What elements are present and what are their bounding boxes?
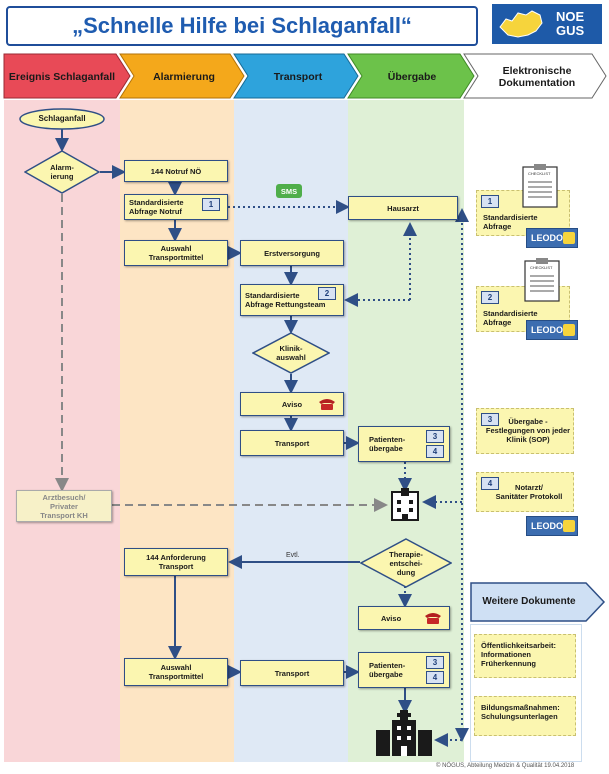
- alarmierung-decision-shape: [24, 150, 100, 194]
- leodok-badge-3: LEODOK: [526, 516, 578, 536]
- badge-3-uebergabe: 3: [426, 430, 444, 443]
- badge-3-uebergabe-2: 3: [426, 656, 444, 669]
- auswahl-transportmittel-2-box: Auswahl Transportmittel: [124, 658, 228, 686]
- weitere-item-oeffentlichkeit: Öffentlichkeitsarbeit: Informationen Frü…: [474, 634, 576, 678]
- lane-header-dokumentation: Elektronische Dokumentation: [498, 65, 576, 89]
- patientenuebergabe-2-label: Patienten- übergabe: [369, 661, 406, 679]
- lane-header-arrows: [3, 53, 607, 99]
- doc-badge-3: 3: [481, 413, 499, 426]
- hospital-icon: [391, 488, 419, 521]
- hausarzt-box: Hausarzt: [348, 196, 458, 220]
- notruf-box: 144 Notruf NÖ: [124, 160, 228, 182]
- therapieentscheidung-label: Therapie- entschei- dung: [389, 549, 423, 577]
- aviso-label: Aviso: [281, 399, 303, 409]
- sms-label: SMS: [280, 186, 298, 196]
- badge-4-uebergabe-2: 4: [426, 671, 444, 684]
- therapieentscheidung-decision-shape: [360, 538, 452, 588]
- anforderung-transport-box: 144 Anforderung Transport: [124, 548, 228, 576]
- badge-1-notruf: 1: [202, 198, 220, 211]
- doc-3-note: 3 Übergabe - Festlegungen von jeder Klin…: [476, 408, 574, 454]
- hospital-large-icon: [376, 710, 432, 756]
- doc-badge-4: 4: [481, 477, 499, 490]
- doc-3-label: Übergabe - Festlegungen von jeder Klinik…: [485, 417, 571, 444]
- doc-4-note: 4 Notarzt/ Sanitäter Protokoll: [476, 472, 574, 512]
- logo-line-1: NOE: [556, 9, 585, 24]
- leodok-label-2: LEODOK: [531, 325, 570, 335]
- weitere-dokumente-title: Weitere Dokumente: [482, 596, 576, 607]
- weitere-item-bildung: Bildungsmaßnahmen: Schulungsunterlagen: [474, 696, 576, 736]
- checklist-label-2: CHECKLIST: [530, 265, 553, 270]
- schlaganfall-label: Schlaganfall: [38, 114, 86, 123]
- checklist-clipboard-icon: [522, 164, 558, 208]
- transport-2-box: Transport: [240, 660, 344, 686]
- doc-badge-2: 2: [481, 291, 499, 304]
- patientenuebergabe-label: Patienten- übergabe: [369, 435, 406, 453]
- schlaganfall-start-shape: [19, 108, 105, 130]
- weitere-item-bildung-label: Bildungsmaßnahmen: Schulungsunterlagen: [481, 703, 560, 721]
- doc-2-label: Standardisierte Abfrage: [483, 309, 538, 327]
- weitere-item-oeffentlichkeit-label: Öffentlichkeitsarbeit: Informationen Frü…: [481, 641, 557, 668]
- checklist-clipboard-2-icon: [524, 258, 560, 302]
- title-box: „Schnelle Hilfe bei Schlaganfall“: [6, 6, 478, 46]
- evtl-label: Evtl.: [286, 552, 300, 559]
- aviso-2-box: Aviso: [358, 606, 450, 630]
- alarmierung-decision-label: Alarm- ierung: [50, 163, 74, 181]
- abfrage-notruf-label: Standardisierte Abfrage Notruf: [129, 198, 184, 216]
- checklist-label-1: CHECKLIST: [528, 171, 551, 176]
- arztbesuch-box: Arztbesuch/ Privater Transport KH: [16, 490, 112, 522]
- telephone-icon: [319, 399, 335, 410]
- klinikauswahl-label: Klinik- auswahl: [276, 344, 306, 362]
- doc-1-label: Standardisierte Abfrage: [483, 213, 538, 231]
- leodok-label-1: LEODOK: [531, 233, 570, 243]
- noegus-logo: NOE GUS: [492, 4, 602, 44]
- abfrage-rettungsteam-label: Standardisierte Abfrage Rettungsteam: [245, 291, 326, 309]
- aviso-2-label: Aviso: [381, 613, 402, 623]
- transport-box: Transport: [240, 430, 344, 456]
- footer-copyright: © NÖGUS, Abteilung Medizin & Qualität 19…: [436, 763, 575, 769]
- aviso-box: Aviso: [240, 392, 344, 416]
- badge-4-uebergabe: 4: [426, 445, 444, 458]
- weitere-dokumente-arrow: [470, 582, 606, 622]
- telephone-2-icon: [425, 613, 441, 624]
- auswahl-transportmittel-box: Auswahl Transportmittel: [124, 240, 228, 266]
- badge-2-rettungsteam: 2: [318, 287, 336, 300]
- leodok-badge-1: LEODOK: [526, 228, 578, 248]
- doc-badge-1: 1: [481, 195, 499, 208]
- leodok-badge-2: LEODOK: [526, 320, 578, 340]
- austria-map-icon: [499, 10, 543, 38]
- page-title: „Schnelle Hilfe bei Schlaganfall“: [72, 13, 412, 38]
- logo-line-2: GUS: [556, 23, 585, 38]
- erstversorgung-box: Erstversorgung: [240, 240, 344, 266]
- lane-header-ereignis: Ereignis Schlaganfall: [8, 71, 116, 83]
- klinikauswahl-decision-shape: [252, 332, 330, 374]
- lane-header-transport: Transport: [273, 71, 323, 83]
- lane-header-alarmierung: Alarmierung: [153, 71, 215, 83]
- sms-bubble: SMS: [276, 184, 302, 198]
- doc-4-label: Notarzt/ Sanitäter Protokoll: [495, 483, 563, 501]
- leodok-label-3: LEODOK: [531, 521, 570, 531]
- lane-header-uebergabe: Übergabe: [387, 71, 437, 83]
